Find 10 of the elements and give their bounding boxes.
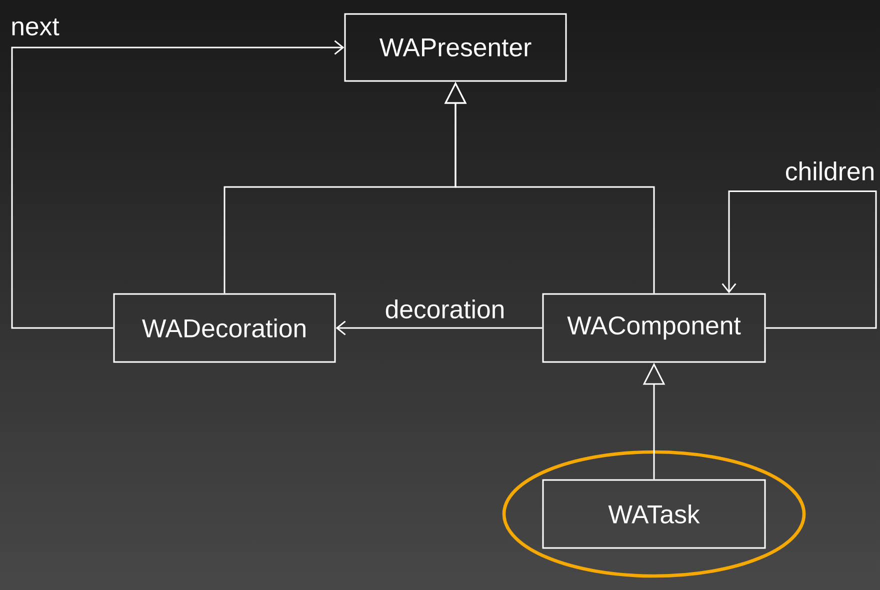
class-box: WAPresenter	[344, 13, 567, 82]
class-box: WATask	[542, 479, 766, 549]
class-box: WAComponent	[542, 293, 766, 363]
edge-label: decoration	[386, 300, 504, 318]
association-arrow	[11, 40, 344, 329]
association-arrow	[336, 320, 542, 336]
association-arrow	[722, 190, 877, 329]
edge-label: next	[12, 18, 60, 36]
class-box: WADecoration	[113, 293, 336, 363]
edge-label: children	[786, 162, 874, 180]
